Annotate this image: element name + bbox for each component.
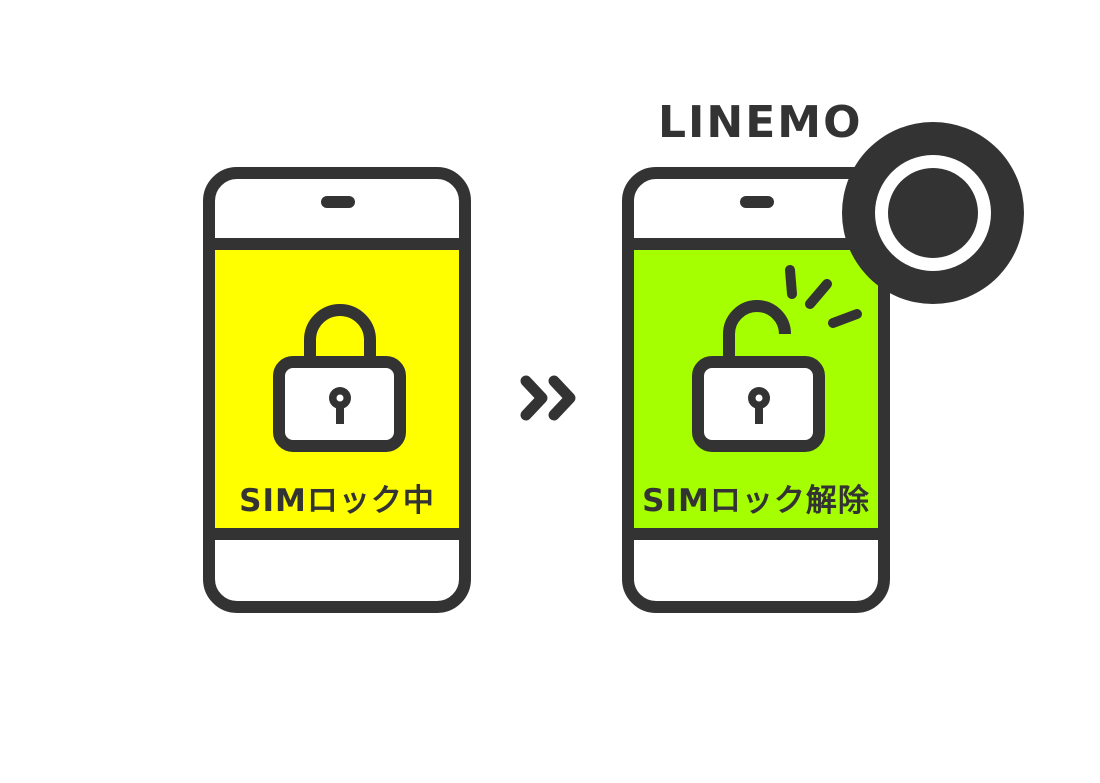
lock-open-icon: [692, 265, 862, 452]
screen-bottom-divider: [215, 528, 459, 540]
lock-closed-icon: [273, 304, 406, 452]
sim-locked-label: SIMロック中: [239, 483, 435, 519]
sim-unlocked-label: SIMロック解除: [642, 483, 870, 519]
phone-speaker: [740, 196, 774, 208]
screen-top-divider: [634, 238, 878, 250]
double-chevron-right-icon: [520, 375, 576, 421]
phone-sim-locked: SIMロック中: [203, 167, 471, 613]
screen-bottom-divider: [634, 528, 878, 540]
screen-top-divider: [215, 238, 459, 250]
phone-speaker: [321, 196, 355, 208]
circle-ok-icon: [842, 122, 1024, 304]
brand-logo-text: LINEMO: [658, 97, 863, 148]
